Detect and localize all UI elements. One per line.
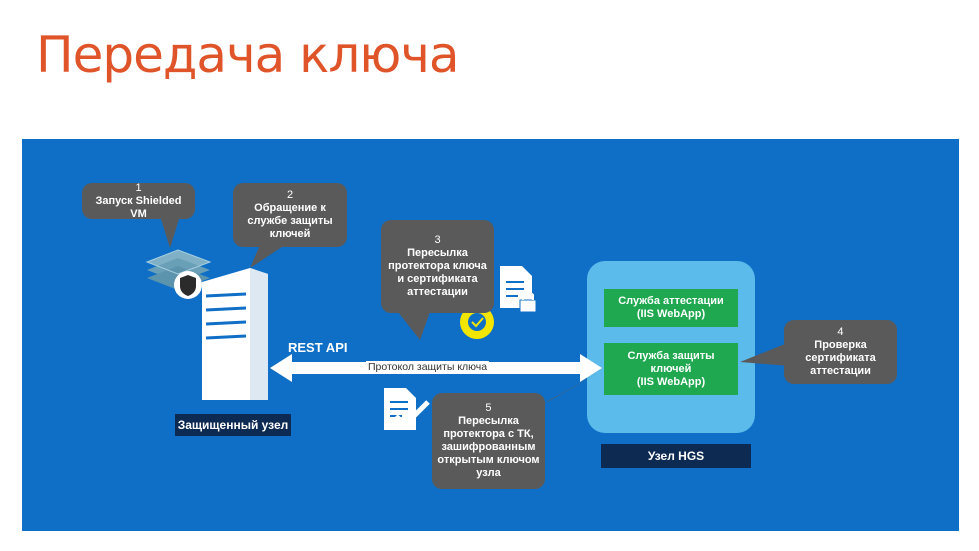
callout-step-1: 1 Запуск Shielded VM bbox=[82, 181, 195, 220]
callout-step-3: 3 Пересылка протектора ключа и сертифика… bbox=[381, 220, 494, 313]
callout-step-4: 4 Проверка сертификата аттестации bbox=[784, 320, 897, 384]
document-lock-icon bbox=[500, 266, 537, 313]
attestation-service-box: Служба аттестации (IIS WebApp) bbox=[604, 289, 738, 327]
document-check-icon bbox=[384, 388, 430, 430]
callout-step-5: 5 Пересылка протектора с ТК, зашифрованн… bbox=[432, 393, 545, 489]
callout-1-tail bbox=[160, 216, 180, 248]
callout-5-tail bbox=[530, 372, 600, 412]
step-4-text: Проверка сертификата аттестации bbox=[805, 339, 876, 377]
step-2-number: 2 bbox=[286, 189, 294, 201]
hgs-node-label: Узел HGS bbox=[601, 444, 751, 468]
step-2-text: Обращение к службе защиты ключей bbox=[247, 202, 333, 240]
callout-4-tail bbox=[740, 342, 790, 366]
protocol-label: Протокол защиты ключа bbox=[366, 361, 490, 373]
callout-3-tail bbox=[398, 312, 430, 340]
step-5-number: 5 bbox=[485, 402, 492, 414]
key-protection-service-box: Служба защиты ключей (IIS WebApp) bbox=[604, 343, 738, 395]
step-3-text: Пересылка протектора ключа и сертификата… bbox=[388, 247, 487, 298]
step-1-number: 1 bbox=[135, 181, 142, 194]
shield-icon bbox=[174, 271, 202, 299]
rest-api-label: REST API bbox=[288, 340, 348, 355]
step-4-number: 4 bbox=[837, 326, 844, 338]
step-5-text: Пересылка протектора с ТК, зашифрованным… bbox=[437, 415, 540, 479]
page-title: Передача ключа bbox=[36, 26, 460, 84]
step-3-number: 3 bbox=[434, 234, 441, 246]
callout-step-2: 2 Обращение к службе защиты ключей bbox=[233, 183, 347, 247]
certificate-badge-icon bbox=[460, 305, 494, 339]
step-1-text: Запуск Shielded VM bbox=[95, 194, 182, 220]
guarded-host-label: Защищенный узел bbox=[175, 414, 291, 436]
server-icon bbox=[202, 268, 268, 400]
callout-2-tail bbox=[250, 245, 285, 268]
